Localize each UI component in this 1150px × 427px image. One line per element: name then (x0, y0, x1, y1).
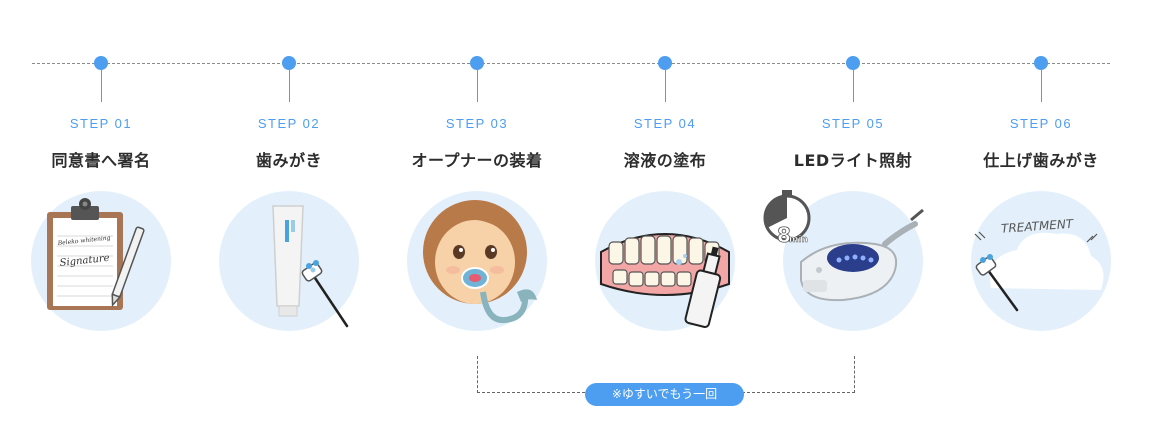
clipboard-signature-text: Signature (59, 253, 110, 269)
timeline-dot (470, 56, 484, 70)
step-3: STEP 03 オープナーの装着 (383, 0, 571, 340)
timeline-stem (101, 70, 102, 102)
step-label: STEP 06 (1009, 116, 1073, 131)
step-6: STEP 06 仕上げ歯みがき TREATMENT (947, 0, 1135, 340)
led-light-timer-icon: 8 min (763, 190, 924, 302)
timeline-dot (1034, 56, 1048, 70)
treatment-text: TREATMENT (1001, 217, 1076, 236)
step-2: STEP 02 歯みがき (195, 0, 383, 340)
timer-unit: min (789, 235, 808, 245)
step-label: STEP 05 (821, 116, 885, 131)
timer-icon: 8 min (763, 190, 811, 247)
step-1: STEP 01 同意書へ署名 Beleko whitening Signatur… (7, 0, 195, 340)
step-title: LEDライト照射 (793, 151, 913, 170)
toothpaste-toothbrush-icon (272, 205, 349, 328)
step-title: 歯みがき (255, 151, 322, 170)
mouth-opener-icon (423, 200, 537, 324)
timeline-dot (846, 56, 860, 70)
timeline-stem (289, 70, 290, 102)
step-5: STEP 05 LEDライト照射 8 min (759, 0, 947, 340)
timeline-stem (853, 70, 854, 102)
timeline-dot (282, 56, 296, 70)
step-label: STEP 01 (69, 116, 133, 131)
timeline-stem (665, 70, 666, 102)
treatment-foam-icon: TREATMENT (974, 217, 1104, 312)
step-title: 仕上げ歯みがき (983, 151, 1099, 170)
timeline-dot (658, 56, 672, 70)
step-4: STEP 04 溶液の塗布 (571, 0, 759, 340)
teeth-spray-icon (600, 233, 730, 328)
step-title: 溶液の塗布 (623, 151, 707, 170)
step-label: STEP 03 (445, 116, 509, 131)
timeline-line (32, 63, 1110, 64)
repeat-note-badge: ※ゆすいでもう一回 (585, 383, 744, 406)
clipboard-signature-icon: Beleko whitening Signature (47, 198, 145, 310)
step-title: オープナーの装着 (411, 151, 543, 170)
timer-value: 8 (777, 223, 791, 247)
timeline-dot (94, 56, 108, 70)
step-title: 同意書へ署名 (51, 151, 151, 170)
timeline-stem (477, 70, 478, 102)
step-label: STEP 02 (257, 116, 321, 131)
timeline-stem (1041, 70, 1042, 102)
step-label: STEP 04 (633, 116, 697, 131)
